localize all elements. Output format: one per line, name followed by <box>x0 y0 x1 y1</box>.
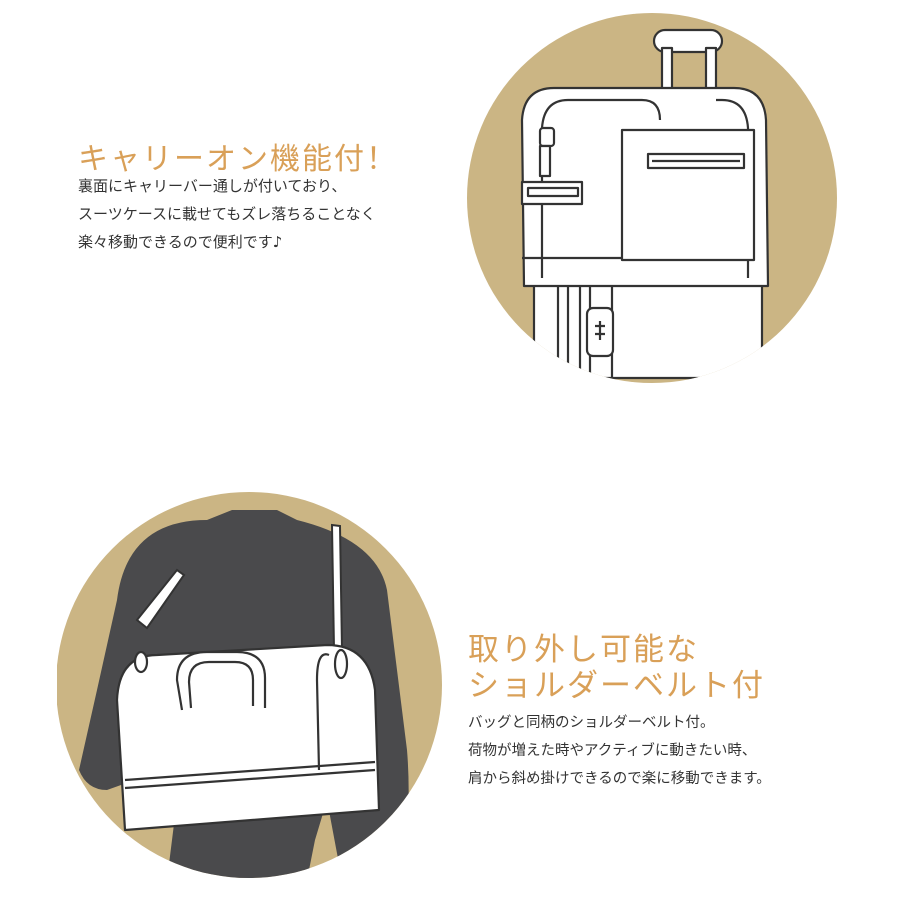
bag-on-suitcase-illustration <box>467 13 837 383</box>
person-with-shoulder-bag-illustration <box>57 492 442 878</box>
shoulder-strap-description-line: 荷物が増えた時やアクティブに動きたい時、 <box>468 743 757 759</box>
carry-on-description-line: 楽々移動できるので便利です♪ <box>78 233 283 251</box>
trolley-handle <box>652 28 724 54</box>
shoulder-strap-heading-line: 取り外し可能な <box>468 632 699 668</box>
carry-on-description-line: スーツケースに載せてもズレ落ちることなく <box>78 205 376 223</box>
shoulder-strap-heading: 取り外し可能な ショルダーベルト付 <box>468 632 765 704</box>
shoulder-strap-description-line: バッグと同柄のショルダーベルト付。 <box>468 715 715 731</box>
carry-on-description: 裏面にキャリーバー通しが付いており、 スーツケースに載せてもズレ落ちることなく … <box>78 172 376 256</box>
shoulder-strap <box>330 523 344 651</box>
carry-bar-sleeve <box>620 128 756 262</box>
carry-on-description-line: 裏面にキャリーバー通しが付いており、 <box>78 177 347 195</box>
carry-on-feature-section: キャリーオン機能付！ 裏面にキャリーバー通しが付いており、 スーツケースに載せて… <box>78 13 837 383</box>
shoulder-strap-heading-line: ショルダーベルト付 <box>468 668 765 704</box>
shoulder-strap-description: バッグと同柄のショルダーベルト付。 荷物が増えた時やアクティブに動きたい時、 肩… <box>468 709 771 793</box>
shoulder-strap-feature-section: 取り外し可能な ショルダーベルト付 バッグと同柄のショルダーベルト付。 荷物が増… <box>0 450 900 900</box>
shoulder-strap-description-line: 肩から斜め掛けできるので楽に移動できます。 <box>468 771 771 787</box>
carry-on-heading: キャリーオン機能付！ <box>78 142 398 177</box>
